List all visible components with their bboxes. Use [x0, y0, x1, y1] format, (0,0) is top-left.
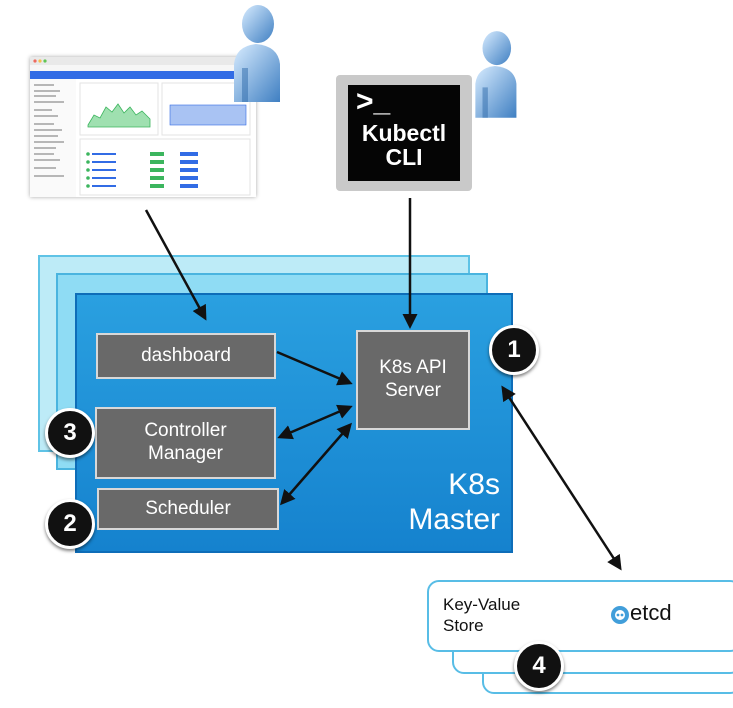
scheduler-label: Scheduler [145, 497, 231, 519]
terminal-icon: >_ Kubectl CLI [336, 75, 472, 191]
terminal-prompt: >_ [356, 85, 391, 118]
user-icon [475, 31, 517, 118]
dashboard-label: dashboard [141, 344, 231, 366]
badge-4: 4 [514, 641, 564, 691]
dashboard-to-api-arrow [276, 350, 353, 386]
badge-1: 1 [489, 325, 539, 375]
kubectl-cli-label: Kubectl CLI [361, 120, 447, 171]
controller-manager-component: Controller Manager [95, 407, 276, 479]
user-icon [234, 5, 280, 102]
api-etcd-arrow [501, 385, 622, 571]
etcd-label: etcd [630, 600, 672, 625]
badge-2: 2 [45, 499, 95, 549]
key-value-store: Key-Value Store etcd [427, 580, 733, 652]
dashboard-screenshot [30, 57, 256, 197]
badge-3: 3 [45, 408, 95, 458]
dashboard-component: dashboard [96, 333, 276, 379]
api-server-label: K8s API Server [379, 357, 447, 401]
terminal-screen: >_ Kubectl CLI [348, 85, 460, 181]
scheduler-component: Scheduler [97, 488, 279, 530]
controller-api-arrow [277, 404, 353, 440]
master-title: K8s Master [408, 468, 500, 536]
scheduler-api-arrow [280, 422, 352, 506]
api-server-component: K8s API Server [356, 330, 470, 430]
etcd-logo-icon [611, 606, 629, 624]
controller-manager-label: Controller Manager [144, 420, 227, 464]
key-value-store-label: Key-Value Store [443, 595, 521, 636]
dashboard-ui-arrow [144, 209, 207, 321]
